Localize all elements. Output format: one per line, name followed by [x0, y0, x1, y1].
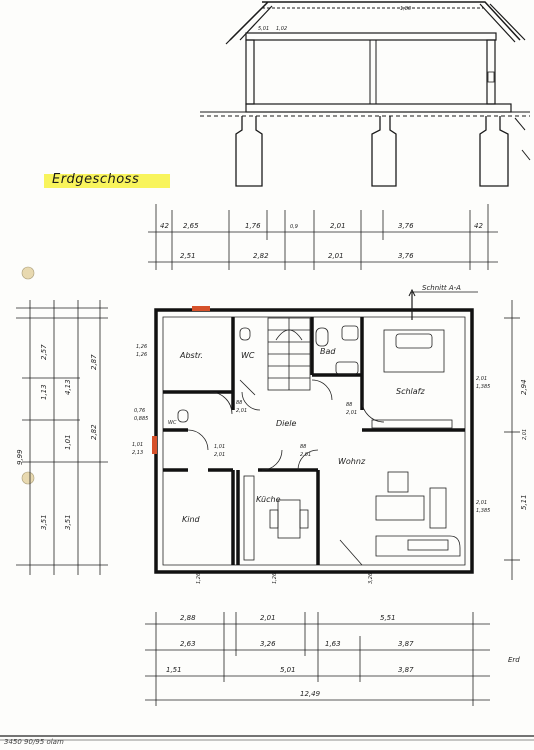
- bottom-dim3-3: 3,87: [398, 666, 414, 674]
- bottom-dim-3: 5,51: [380, 614, 396, 622]
- left-dim-7: 2,57: [40, 344, 48, 360]
- opening-dim-bad: 88: [346, 402, 352, 408]
- top-dimension-chains: 42 2,65 1,76 0,9 2,01 3,76 42 2,51 2,82 …: [148, 204, 498, 270]
- opening-dim-kind-door: 1,01: [132, 442, 143, 448]
- room-label-kind: Kind: [182, 515, 201, 524]
- opening-dim-diele-b: 2,01: [236, 408, 247, 414]
- room-label-wohnz: Wohnz: [338, 457, 366, 466]
- top-dim-4: 2,01: [330, 222, 346, 230]
- bottom-dim3-1: 1,51: [166, 666, 182, 674]
- opening-dim-diele2-b: 2,01: [214, 452, 225, 458]
- opening-dim-wc: 0,76: [134, 408, 145, 414]
- right-dimension-chain: 2,94 5,11 2,01: [504, 300, 528, 580]
- page-title: Erdgeschoss: [52, 172, 140, 187]
- footer-note: 3450 90/95 olam: [4, 738, 64, 746]
- opening-dim-diele-a: 88: [236, 400, 242, 406]
- top-dim-5: 3,76: [398, 222, 414, 230]
- top-dim2-3: 2,01: [328, 252, 344, 260]
- punch-hole-bottom: [21, 471, 35, 485]
- top-dim-2: 1,76: [245, 222, 261, 230]
- opening-dim-bottom-1: 1,26: [196, 573, 202, 584]
- top-dim2-1: 2,51: [180, 252, 196, 260]
- bottom-dim2-1: 2,63: [180, 640, 196, 648]
- top-dim-3: 0,9: [290, 224, 298, 230]
- bottom-dimension-chains: 2,88 2,01 5,51 2,63 3,26 1,63 3,87 1,51 …: [145, 612, 490, 706]
- opening-dim-abstr-2: 1,26: [136, 352, 147, 358]
- opening-dim-wohnz-win: 2,01: [476, 500, 487, 506]
- room-label-schlafz: Schlafz: [396, 387, 425, 396]
- right-dim-3: 2,01: [522, 429, 528, 440]
- window-marker-top: [192, 306, 210, 311]
- room-label-bad: Bad: [320, 347, 336, 356]
- top-dim2-2: 2,82: [253, 252, 269, 260]
- right-dim-1: 2,94: [520, 379, 528, 395]
- opening-dim-schlafz-win: 2,01: [476, 376, 487, 382]
- title-highlight: [44, 174, 170, 188]
- window-marker-left: [152, 436, 157, 454]
- opening-dim-kind-door-b: 2,13: [132, 450, 143, 456]
- opening-dim-diele2: 1,01: [214, 444, 225, 450]
- bottom-dim2-4: 3,87: [398, 640, 414, 648]
- svg-text:1,02: 1,02: [276, 26, 287, 32]
- bottom-dim3-2: 5,01: [280, 666, 296, 674]
- room-label-wc-upper: WC: [241, 351, 255, 360]
- left-dim-3: 1,01: [64, 434, 72, 450]
- opening-dim-wc-2: 0,885: [134, 416, 148, 422]
- opening-dim-bottom-2: 1,26: [272, 573, 278, 584]
- bottom-dim-total: 12,49: [300, 690, 321, 698]
- edge-label: Erd: [508, 656, 520, 664]
- left-dim-2: 3,51: [64, 514, 72, 530]
- bottom-dim-2: 2,01: [260, 614, 276, 622]
- left-dim-4: 2,82: [90, 424, 98, 440]
- opening-dim-wohnz-door: 88: [300, 444, 306, 450]
- opening-dim-bad-b: 2,01: [346, 410, 357, 416]
- opening-dim-wohnz-win-b: 1,385: [476, 508, 490, 514]
- room-label-kueche: Küche: [256, 495, 281, 504]
- top-dim-outer-right: 42: [474, 222, 483, 230]
- left-dim-total: 9,99: [16, 449, 24, 465]
- bottom-dim2-2: 3,26: [260, 640, 276, 648]
- floor-plan: [152, 288, 478, 574]
- section-label: Schnitt A-A: [422, 284, 461, 292]
- svg-text:5,01: 5,01: [258, 26, 269, 32]
- top-dim-outer-left: 42: [160, 222, 169, 230]
- bottom-dim-1: 2,88: [180, 614, 196, 622]
- punch-hole-top: [21, 266, 35, 280]
- room-label-abstr: Abstr.: [179, 351, 203, 360]
- opening-dim-schlafz-win-b: 1,385: [476, 384, 490, 390]
- left-dim-5: 1,13: [40, 384, 48, 400]
- room-label-wc-lower: WC: [168, 420, 177, 426]
- opening-dim-bottom-3: 3,26: [368, 573, 374, 584]
- top-dim2-4: 3,76: [398, 252, 414, 260]
- opening-dim-abstr: 1,26: [136, 344, 147, 350]
- top-dim-1: 2,65: [183, 222, 199, 230]
- right-dim-2: 5,11: [520, 494, 528, 510]
- room-label-diele: Diele: [276, 419, 297, 428]
- bottom-dim2-3: 1,63: [325, 640, 341, 648]
- left-dimension-chains: 3,51 3,51 1,01 2,82 1,13 4,13 2,57 2,87 …: [16, 300, 108, 575]
- left-dim-8: 2,87: [90, 354, 98, 370]
- opening-dim-wohnz-door-b: 2,01: [300, 452, 311, 458]
- svg-text:1,80: 1,80: [400, 6, 411, 12]
- left-dim-6: 4,13: [64, 379, 72, 395]
- section-drawing: 5,01 1,02 1,80: [200, 1, 531, 187]
- left-dim-1: 3,51: [40, 514, 48, 530]
